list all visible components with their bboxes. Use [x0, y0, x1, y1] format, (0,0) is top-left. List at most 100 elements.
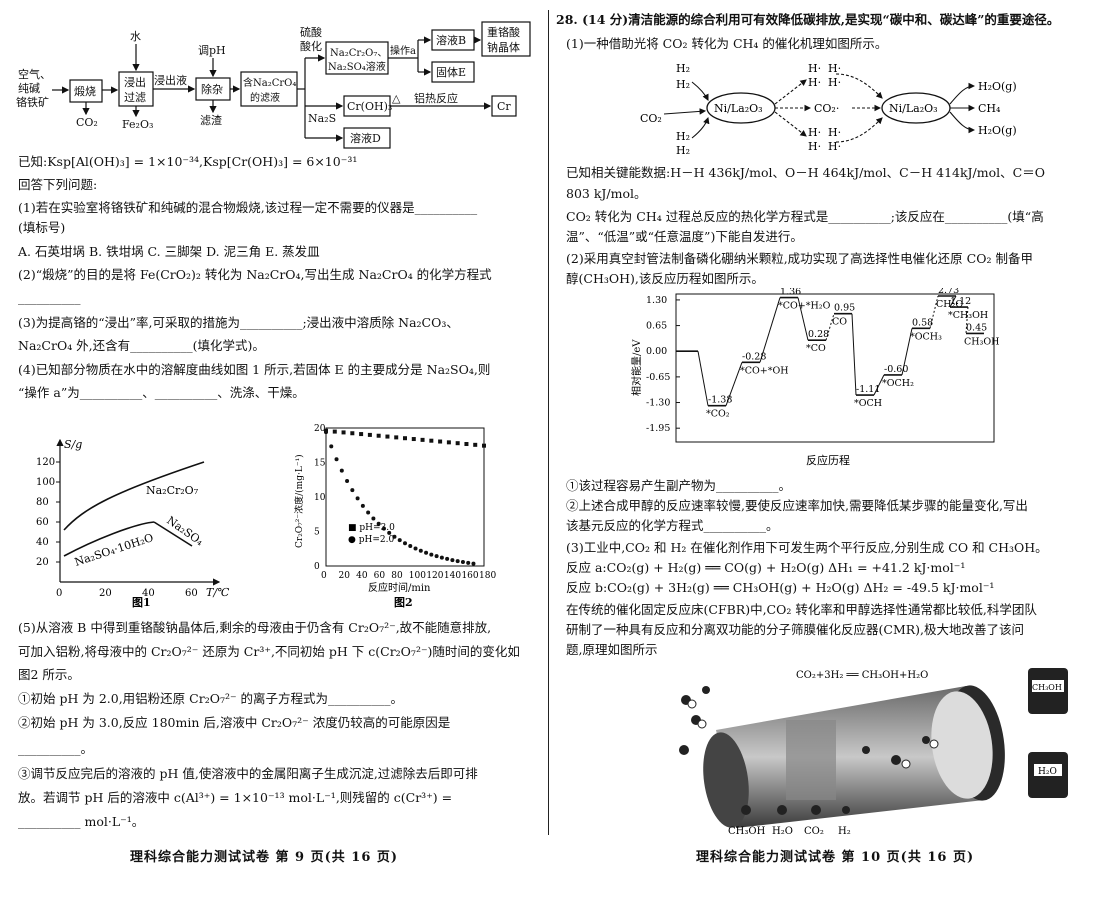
page-divider [548, 10, 549, 835]
fig2-point-ph2 [392, 534, 397, 539]
curve-na2so4 [153, 521, 193, 547]
fig2-point-ph2 [329, 444, 334, 449]
energy-connector [949, 295, 957, 308]
flow-al-reaction: 铝热反应 [414, 91, 458, 105]
fig2-point-ph2 [334, 457, 339, 462]
fig1-ytick-label: 100 [36, 477, 55, 488]
tank-ch3oh: CH₃OH [1032, 683, 1062, 692]
h-dot-7: H· [808, 140, 821, 153]
fig2-xtick-label: 60 [374, 571, 386, 581]
energy-value-label: -0.28 [742, 351, 766, 362]
fig2-point-ph2 [455, 559, 460, 564]
energy-connector [697, 351, 709, 406]
fig2-point-ph3 [455, 441, 460, 446]
fig2-legend-2: ● pH=2.0 [348, 535, 394, 545]
catalyst-2: Ni/La₂O₃ [889, 102, 938, 115]
fig2-xtick-label: 40 [356, 571, 368, 581]
fig1-ytick-label: 20 [36, 557, 49, 568]
h-dot-6: H· [828, 126, 841, 139]
energy-value-label: 2.73 [938, 288, 959, 296]
flow-dichromate-2: 钠晶体 [487, 40, 520, 54]
fig2-ytick-label: 5 [314, 528, 320, 538]
fig2-point-ph2 [339, 468, 344, 473]
flow-mix-2: Na₂SO₄溶液 [328, 60, 386, 73]
fig2-xtick-label: 20 [339, 571, 351, 581]
fig2-point-ph2 [429, 552, 434, 557]
energy-value-label: -0.60 [884, 364, 908, 375]
fig2-point-ph2 [439, 555, 444, 560]
energy-ytick-label: -1.95 [646, 423, 670, 434]
fig2-xlabel: 反应时间/min [368, 581, 431, 594]
fig2-point-ph3 [367, 432, 372, 437]
q5-text-2: 可加入铝粉,将母液中的 Cr₂O₇²⁻ 还原为 Cr³⁺,不同初始 pH 下 c… [18, 644, 520, 659]
energy-value-label: 0.28 [808, 329, 829, 340]
reactor-eq: CO₂+3H₂ ══ CH₃OH+H₂O [796, 670, 928, 681]
right-page: 28. (14 分)清洁能源的综合利用可有效降低碳排放,是实现“碳中和、碳达峰”… [556, 0, 1111, 900]
fig2-xtick-label: 180 [479, 571, 496, 581]
flow-start-2: 纯碱 [18, 82, 40, 95]
energy-state-label: *OCH [854, 398, 882, 409]
fig2-point-ph3 [385, 434, 390, 439]
h-dot-2: H· [828, 62, 841, 75]
reaction-b: 反应 b:CO₂(g) + 3H₂(g) ══ CH₃OH(g) + H₂O(g… [566, 580, 995, 595]
flow-acid-2: 酸化 [300, 39, 322, 53]
fig2-point-ph3 [464, 442, 469, 447]
fig2-point-ph2 [376, 521, 381, 526]
fig2-point-ph3 [473, 442, 478, 447]
mech-h2-c: H₂ [676, 130, 690, 143]
membrane-reactor-illustration: CO₂+3H₂ ══ CH₃OH+H₂O CH₃OH H₂O CH₃OH H₂O… [679, 668, 1068, 837]
reaction-a: 反应 a:CO₂(g) + H₂(g) ══ CO(g) + H₂O(g) ΔH… [566, 560, 966, 575]
curve-na2cr2o7 [63, 461, 205, 531]
fig2-point-ph2 [371, 516, 376, 521]
energy-state-label: *CH₃OH [948, 310, 988, 321]
fig2-point-ph2 [403, 541, 407, 546]
energy-xlabel: 反应历程 [806, 453, 850, 467]
flow-start-3: 铬铁矿 [16, 95, 49, 109]
energy-connector [901, 328, 913, 376]
flow-na2cro4-2: 的滤液 [250, 91, 280, 104]
fig2-point-ph2 [345, 478, 350, 483]
fig1-xlabel: T/℃ [206, 586, 230, 599]
known-ksp: 已知:Ksp[Al(OH)₃] = 1×10⁻³⁴,Ksp[Cr(OH)₃] =… [18, 154, 358, 169]
fig1-caption: 图1 [132, 596, 151, 608]
energy-state-label: *CO+*H₂O [778, 301, 831, 312]
q5-2-blank: __________。 [18, 741, 94, 756]
flow-sol-d: 溶液D [350, 131, 381, 145]
energy-connector [825, 313, 835, 341]
h-dot-3: H· [808, 76, 821, 89]
q28-1: (1)一种借助光将 CO₂ 转化为 CH₄ 的催化机理如图所示。 [566, 36, 888, 51]
flow-start-1: 空气、 [18, 67, 51, 81]
fig1-xtick-label: 40 [142, 588, 155, 599]
fig2-point-ph2 [381, 526, 386, 531]
energy-ytick-label: -1.30 [646, 398, 670, 409]
fig2-legend-1: ■ pH=3.0 [348, 523, 395, 533]
q28-2: (2)采用真空封管法制备磷化硼纳米颗粒,成功实现了高选择性电催化还原 CO₂ 制… [566, 251, 1033, 266]
h-dot-1: H· [808, 62, 821, 75]
energy-state-label: CH₃OH [964, 336, 999, 347]
fig2-point-ph2 [324, 430, 328, 435]
energy-state-label: CH₂O [936, 299, 963, 310]
mech-out-3: H₂O(g) [978, 124, 1017, 137]
energy-state-label: CO [832, 317, 847, 328]
energy-value-label: 0.95 [834, 303, 855, 314]
fig2-point-ph3 [429, 438, 434, 443]
energy-ytick-label: 0.00 [646, 346, 667, 357]
q5-3-2: 放。若调节 pH 后的溶液中 c(Al³⁺) = 1×10⁻¹³ mol·L⁻¹… [18, 790, 453, 805]
q2-blank: __________ [18, 290, 81, 305]
flow-acid-1: 硫酸 [300, 25, 322, 39]
flow-filtrate: 滤渣 [200, 113, 222, 127]
fig2-point-ph3 [438, 439, 443, 444]
q5-1: ①初始 pH 为 2.0,用铝粉还原 Cr₂O₇²⁻ 的离子方程式为______… [18, 691, 404, 706]
mech-h2-a: H₂ [676, 62, 690, 75]
flow-croh3: Cr(OH)₃ [347, 100, 392, 113]
fig2-point-ph3 [376, 433, 381, 438]
flow-na2cro4-1: 含Na₂CrO₄ [243, 76, 296, 89]
q5-text-3: 图2 所示。 [18, 667, 80, 682]
q4-text-2: “操作 a”为__________、__________、洗涤、干燥。 [18, 385, 305, 400]
fig2-point-ph2 [350, 488, 355, 493]
h-dot-8: H· [828, 140, 841, 153]
q2-text: (2)“煅烧”的目的是将 Fe(CrO₂)₂ 转化为 Na₂CrO₄,写出生成 … [18, 267, 492, 282]
left-page: 空气、 纯碱 铬铁矿 煅烧 CO₂ 水 浸出 过滤 Fe₂O₃ 浸出液 调pH … [0, 0, 548, 900]
fig1-curve2: Na₂SO₄ [164, 514, 206, 549]
